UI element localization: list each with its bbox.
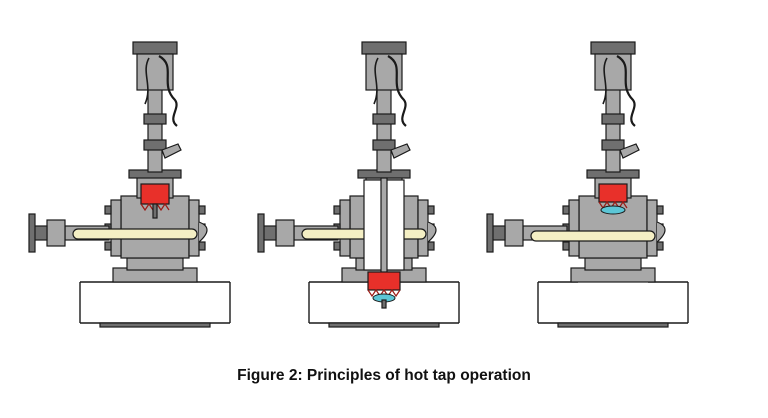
handwheel-icon (28, 213, 36, 253)
flange-bolt-right (656, 205, 664, 215)
hot-tap-stage-2 (257, 41, 460, 328)
shaft-collar-upper (601, 113, 625, 125)
valve-right-flange (188, 199, 200, 257)
handwheel-icon (257, 213, 265, 253)
valve-packing-gland (275, 219, 295, 247)
drive-shaft (605, 87, 621, 173)
gearbox-cap (361, 41, 407, 55)
branch-neck (126, 257, 184, 271)
valve-bonnet-bulge (198, 221, 208, 243)
drive-linkage-right (158, 55, 178, 127)
flange-bolt-right (656, 241, 664, 251)
shaft-collar-upper (143, 113, 167, 125)
drive-linkage-left (144, 57, 150, 105)
valve-gate (72, 228, 198, 240)
branch-neck (584, 257, 642, 271)
pilot-drill (152, 203, 158, 219)
shaft-collar-lower (143, 139, 167, 151)
flange-bolt-left (562, 241, 570, 251)
flange-bolt-right (198, 205, 206, 215)
valve-gate (530, 230, 656, 242)
shaft-collar-upper (372, 113, 396, 125)
valve-packing-gland (46, 219, 66, 247)
valve-packing-gland (504, 219, 524, 247)
pipe-saddle-bottom (328, 322, 440, 328)
cutter-teeth (367, 288, 401, 298)
gearbox-cap (132, 41, 178, 55)
flange-bolt-right (198, 241, 206, 251)
drive-linkage-left (373, 57, 379, 105)
shaft-clamp-lever (161, 143, 182, 159)
shaft-clamp-lever (619, 143, 640, 159)
flange-bolt-right (427, 205, 435, 215)
gearbox-cap (590, 41, 636, 55)
valve-right-flange (417, 199, 429, 257)
flange-bolt-left (104, 241, 112, 251)
coupon-disc (600, 205, 626, 215)
hot-tap-stage-3 (486, 41, 689, 328)
pipe-saddle-bottom (557, 322, 669, 328)
drive-shaft (376, 87, 392, 173)
drive-linkage-right (616, 55, 636, 127)
cutter-head (367, 271, 401, 291)
pipe-saddle-bottom (99, 322, 211, 328)
handwheel-icon (486, 213, 494, 253)
cutter-bar (380, 177, 388, 275)
drive-linkage-left (602, 57, 608, 105)
flange-bolt-right (427, 241, 435, 251)
drive-linkage-right (387, 55, 407, 127)
valve-bonnet-bulge (427, 221, 437, 243)
shaft-collar-lower (372, 139, 396, 151)
figure-caption: Figure 2: Principles of hot tap operatio… (237, 367, 531, 384)
shaft-collar-lower (601, 139, 625, 151)
drive-shaft (147, 87, 163, 173)
valve-right-flange (646, 199, 658, 257)
flange-bolt-left (104, 205, 112, 215)
cutter-head (598, 183, 628, 203)
valve-bonnet-bulge (656, 221, 666, 243)
flange-bolt-left (333, 241, 341, 251)
shaft-clamp-lever (390, 143, 411, 159)
valve-left-flange (339, 199, 351, 257)
pilot-drill (381, 299, 387, 309)
hot-tap-stage-1 (28, 41, 231, 328)
flange-bolt-left (562, 205, 570, 215)
valve-left-flange (568, 199, 580, 257)
flange-bolt-left (333, 205, 341, 215)
cutter-head (140, 183, 170, 205)
valve-left-flange (110, 199, 122, 257)
